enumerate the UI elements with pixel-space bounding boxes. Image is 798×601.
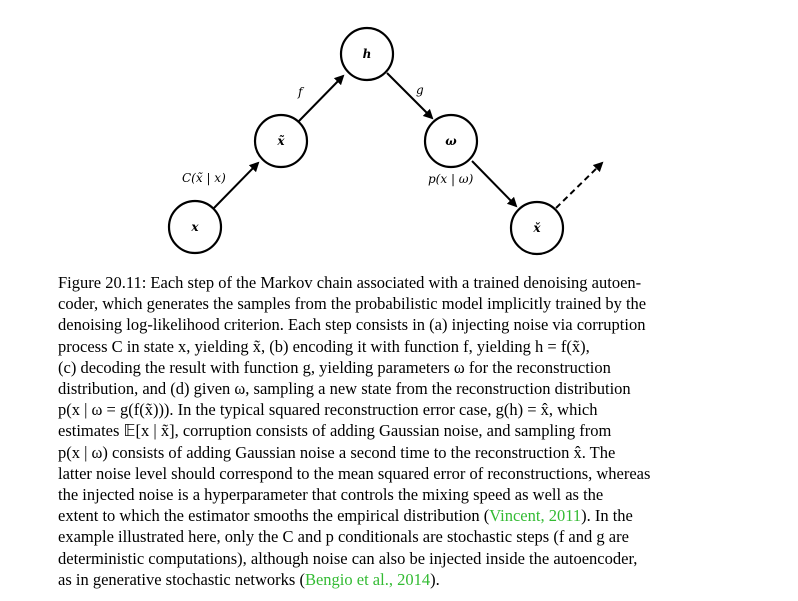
- figure-caption: Figure 20.11: Each step of the Markov ch…: [58, 272, 744, 590]
- svg-text:x̌: x̌: [532, 221, 541, 235]
- svg-text:h: h: [363, 47, 372, 61]
- edge-label-decode: g: [416, 83, 424, 97]
- caption-line: Figure 20.11: Each step of the Markov ch…: [58, 273, 642, 292]
- edge-label-corruption: C(x̃ | x): [182, 171, 226, 185]
- edge-corruption: [213, 161, 260, 209]
- caption-line: distribution, and (d) given ω, sampling …: [58, 379, 631, 399]
- edge-encode: [298, 74, 345, 122]
- caption-line: process C in state x, yielding x̃, (b) e…: [58, 336, 590, 356]
- caption-line: p(x | ω = g(f(x̃))). In the typical squa…: [58, 400, 598, 420]
- caption-line: extent to which the estimator smooths th…: [58, 505, 744, 526]
- caption-line-text: extent to which the estimator smooths th…: [58, 506, 490, 526]
- markov-chain-diagram: C(x̃ | x) f g p(x | ω) x x̃ h ω x̌: [167, 26, 604, 256]
- svg-text:x: x: [190, 220, 199, 234]
- caption-line: p(x | ω) consists of adding Gaussian noi…: [58, 442, 616, 462]
- caption-line: as in generative stochastic networks (Be…: [58, 569, 744, 590]
- edge-label-encode: f: [297, 85, 305, 99]
- node-h: h: [339, 26, 395, 82]
- caption-line: latter noise level should correspond to …: [58, 463, 651, 483]
- edge-next-step: [555, 161, 604, 209]
- caption-line-text: ). In the: [581, 506, 633, 526]
- node-x: x: [167, 199, 223, 255]
- node-omega: ω: [423, 113, 479, 169]
- edge-sample: [471, 160, 518, 208]
- caption-line: denoising log-likelihood criterion. Each…: [58, 315, 646, 335]
- caption-line: deterministic computations), although no…: [58, 548, 638, 568]
- caption-line-text: as in generative stochastic networks (: [58, 569, 305, 589]
- node-x-check: x̌: [509, 200, 565, 256]
- caption-line-text: ).: [430, 569, 440, 589]
- edge-decode: [386, 72, 434, 120]
- caption-line: (c) decoding the result with function g,…: [58, 357, 611, 377]
- citation-link-vincent[interactable]: Vincent, 2011: [489, 506, 582, 526]
- caption-line: example illustrated here, only the C and…: [58, 527, 629, 547]
- node-x-tilde: x̃: [253, 113, 309, 169]
- svg-text:ω: ω: [445, 134, 457, 148]
- citation-link-bengio[interactable]: Bengio et al., 2014: [304, 569, 431, 589]
- caption-line: estimates 𝔼[x | x̃], corruption consists…: [58, 421, 612, 441]
- edge-label-sample: p(x | ω): [428, 172, 474, 186]
- caption-line: the injected noise is a hyperparameter t…: [58, 485, 604, 505]
- svg-text:x̃: x̃: [276, 134, 285, 148]
- caption-line: coder, which generates the samples from …: [58, 294, 647, 314]
